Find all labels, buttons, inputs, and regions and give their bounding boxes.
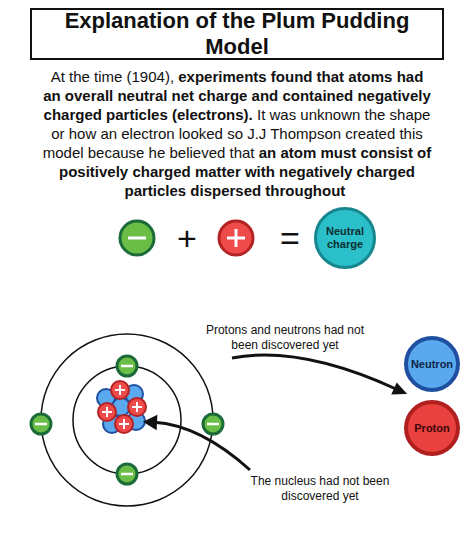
minus-sign — [121, 365, 133, 368]
proton-ball — [98, 403, 116, 421]
proton-circle: Proton — [404, 400, 460, 456]
leader-arrow — [154, 422, 250, 470]
operator-sign: + — [172, 217, 202, 260]
proton-ball — [111, 381, 129, 399]
intro-text: At the time (1904), — [51, 68, 174, 85]
plus-sign — [132, 402, 142, 412]
node-text: Neutron — [408, 358, 456, 371]
callout-note: Protons and neutrons had not been discov… — [205, 323, 365, 353]
title-box: Explanation of the Plum Pudding Model — [30, 8, 444, 60]
node-text: Neutral charge — [317, 225, 373, 251]
electron-ball — [117, 356, 137, 376]
operator-sign: = — [275, 217, 305, 260]
plus-sign — [119, 419, 129, 429]
leader-arrow — [232, 355, 396, 389]
proton-symbol — [219, 221, 253, 255]
callout-note: The nucleus had not been discovered yet — [250, 474, 390, 504]
charge-circle: Neutral charge — [314, 207, 376, 269]
proton-ball — [128, 398, 146, 416]
plus-sign — [115, 385, 125, 395]
intro-paragraph: At the time (1904),experiments found tha… — [40, 67, 434, 200]
plus-sign — [102, 407, 112, 417]
arrow-head — [145, 416, 156, 428]
orbit-ring — [41, 334, 213, 506]
minus-sign — [35, 423, 47, 426]
orbit-ring — [73, 366, 181, 474]
electron-ball — [203, 414, 223, 434]
electron-symbol — [120, 221, 154, 255]
title-text: Explanation of the Plum Pudding Model — [32, 8, 442, 60]
electron-ball — [31, 414, 51, 434]
proton-ball — [115, 415, 133, 433]
electron-ball — [117, 464, 137, 484]
minus-sign — [128, 237, 146, 240]
neutron-circle: Neutron — [404, 336, 460, 392]
minus-sign — [121, 473, 133, 476]
arrow-head — [393, 384, 405, 393]
node-text: Proton — [411, 422, 452, 435]
minus-sign — [207, 423, 219, 426]
plus-sign — [235, 229, 238, 247]
